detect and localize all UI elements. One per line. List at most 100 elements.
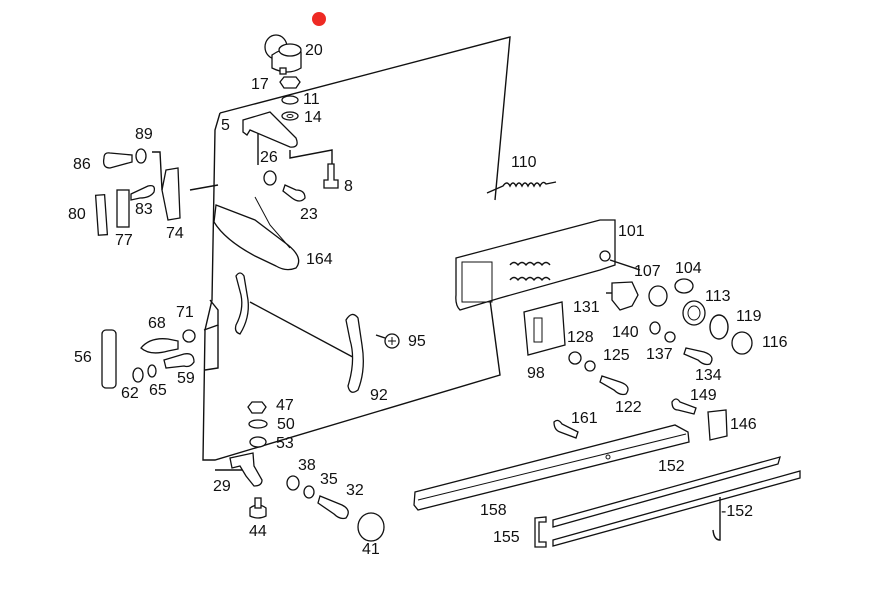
screw-83-part [130,184,156,201]
label-95: 95 [408,333,426,350]
spring-washer-part [281,95,299,105]
bearing-113-part [682,300,706,326]
plate-77-part [116,189,130,228]
washer-89-part [135,148,147,164]
label-56: 56 [74,349,92,366]
label-26: 26 [260,149,278,166]
bushing-104-part [674,278,694,294]
label-41: 41 [362,541,380,558]
label-62: 62 [121,385,139,402]
clip-155-part [534,516,547,548]
label-110: 110 [511,154,537,171]
label-14: 14 [304,109,322,126]
bolt-134-part [683,347,713,366]
label-161: 161 [571,410,598,427]
star-washer-50-part [248,419,268,429]
washer-128-part [568,351,582,365]
cap-41-part [357,512,385,542]
label-71: 71 [176,304,194,321]
label-122: 122 [615,399,642,416]
spring-washer-125-part [584,360,596,372]
bracket-29-part [229,452,263,487]
label-92: 92 [370,387,388,404]
plate-98-part [523,301,566,356]
label-77: 77 [115,232,133,249]
screw-149-part [671,398,697,415]
spring-washer-65-part [147,364,157,378]
label-137: 137 [646,346,673,363]
label-23: 23 [300,206,318,223]
label-38: 38 [298,457,316,474]
bolt-122-part [599,375,629,396]
bolt-8-part [323,163,339,189]
spring-washer-137-part [664,331,676,343]
star-washer-71-part [182,329,196,343]
lock-body-101-part [455,219,616,311]
label-32: 32 [346,482,364,499]
label-59: 59 [177,370,195,387]
label-68: 68 [148,315,166,332]
hinge-56-part [101,329,117,389]
label-17: 17 [251,76,269,93]
washer-53-part [249,436,267,448]
circlip-119-part [709,314,729,340]
spring-110-part [486,181,557,194]
label-101: 101 [618,223,645,240]
label-29: 29 [213,478,231,495]
label-35: 35 [320,471,338,488]
label-134: 134 [695,367,722,384]
nut-part [279,76,301,89]
plate-80-part [94,194,109,236]
screw-59-part [163,353,195,369]
strip-152-lower-part [552,470,801,547]
clip-146-part [707,409,728,441]
inner-handle-164-part [213,204,300,271]
hinge-bracket-74-part [161,167,181,221]
label-116: 116 [762,334,788,351]
nut-47-part [247,401,267,414]
label-104: 104 [675,260,702,277]
handle-92-part [345,313,364,393]
label-86: 86 [73,156,91,173]
label-125: 125 [603,347,630,364]
bolt-23-part [282,184,306,202]
washer-140-part [649,321,661,335]
washer-62-part [132,367,144,383]
lock-cylinder-part [264,34,302,75]
pin-68-part [140,338,179,354]
handle-link-part [234,272,249,335]
label-8: 8 [344,178,353,195]
label-65: 65 [149,382,167,399]
label-152-upper: 152 [658,458,685,475]
label-47: 47 [276,397,294,414]
screw-86-part [102,152,133,169]
cap-116-part [731,331,753,355]
clip-152-part [712,497,721,541]
label-155: 155 [493,529,520,546]
washer-38-part [286,475,300,491]
label-131: 131 [573,299,600,316]
label-149: 149 [690,387,717,404]
label-74: 74 [166,225,184,242]
washer-part [281,111,299,121]
lever-bracket-part [242,111,298,148]
label-50: 50 [277,416,295,433]
bolt-32-part [317,495,349,520]
label-89: 89 [135,126,153,143]
label-107: 107 [634,263,661,280]
red-marker-dot [312,12,326,26]
lever-131-part [611,281,639,311]
label-44: 44 [249,523,267,540]
washer-26-part [263,170,277,186]
label-146: 146 [730,416,757,433]
screw-161-part [553,419,579,439]
label-98: 98 [527,365,545,382]
strip-152-upper-part [552,456,781,528]
label-5: 5 [221,117,230,134]
label-11: 11 [303,91,320,108]
label-128: 128 [567,329,594,346]
label-164: 164 [306,251,333,268]
label-158: 158 [480,502,507,519]
